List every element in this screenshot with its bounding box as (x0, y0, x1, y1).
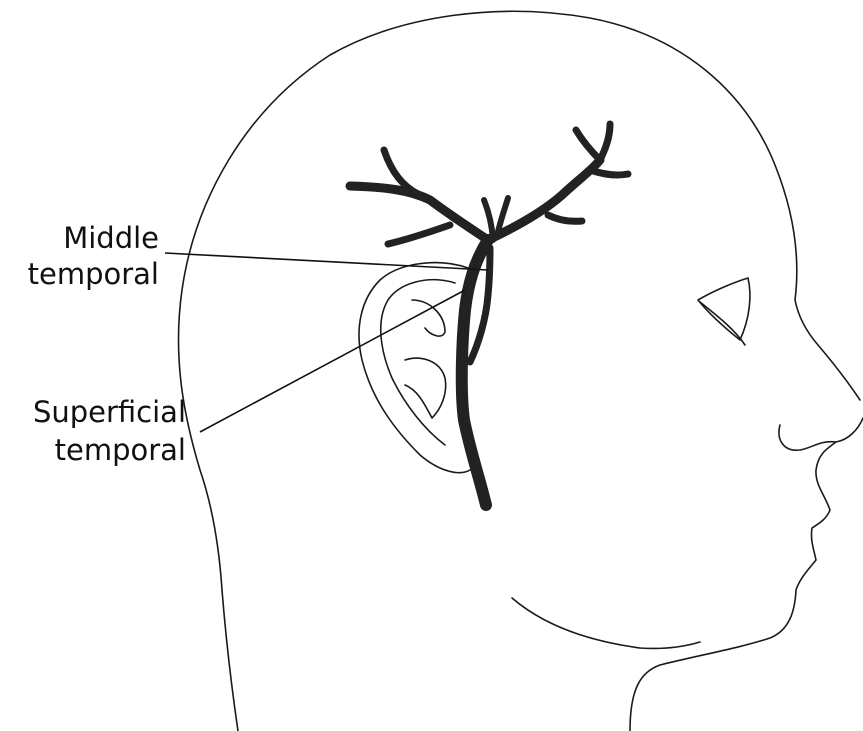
head-outline (178, 11, 863, 731)
middle-temporal-label: Middle temporal (28, 221, 159, 291)
superficial-temporal-label-line-2: temporal (55, 433, 186, 467)
superficial-temporal-label: Superficial temporal (33, 395, 186, 467)
frontal-branch-twig-3 (590, 170, 628, 175)
parietal-branch-twig-2 (388, 225, 450, 244)
eye-outline (698, 278, 750, 340)
frontal-branch-twig-2 (576, 130, 600, 160)
ear-helix-inner (381, 280, 455, 445)
middle-temporal-label-line-1: Middle (63, 221, 159, 255)
superficial-temporal-leader-line (200, 290, 465, 432)
ear-antihelix (412, 300, 445, 336)
jaw-line-outline (512, 598, 700, 648)
face-profile-outline (630, 418, 863, 731)
ear-outer-outline (359, 263, 470, 473)
superficial-temporal-artery (350, 124, 628, 505)
ear (359, 263, 470, 473)
middle-temporal-leader-line (165, 253, 488, 270)
middle-temporal-label-line-2: temporal (28, 257, 159, 291)
superficial-temporal-trunk (462, 240, 488, 505)
frontal-branch-twig-1 (600, 124, 610, 160)
frontal-branch-twig-4 (548, 215, 582, 221)
superficial-temporal-label-line-1: Superficial (33, 395, 186, 429)
nostril-outline (779, 425, 836, 450)
eye (698, 278, 750, 345)
skull-and-back-of-neck-outline (178, 11, 860, 731)
